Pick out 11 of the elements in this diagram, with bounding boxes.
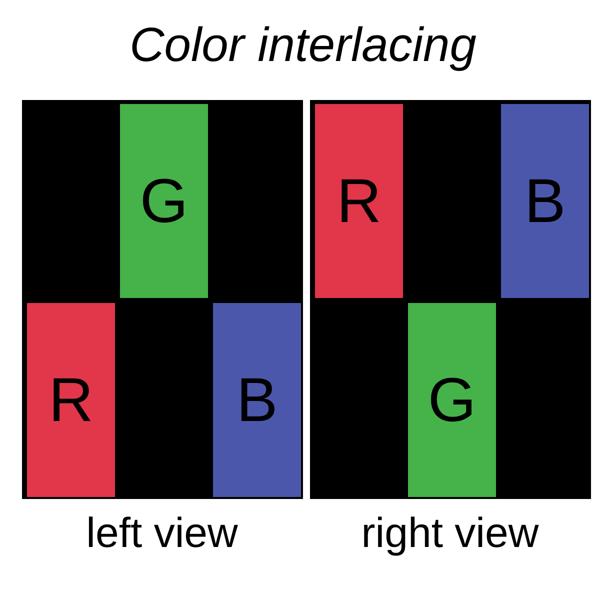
color-stripe: G xyxy=(120,104,208,298)
title: Color interlacing xyxy=(128,18,478,74)
color-stripe: B xyxy=(501,104,589,298)
color-stripe: G xyxy=(408,303,496,497)
view-panel xyxy=(310,100,591,499)
color-stripe: R xyxy=(27,303,115,497)
color-stripe: B xyxy=(213,303,301,497)
view-panel xyxy=(22,100,303,499)
view-caption: left view xyxy=(85,509,239,557)
view-caption: right view xyxy=(360,509,540,557)
color-stripe: R xyxy=(315,104,403,298)
